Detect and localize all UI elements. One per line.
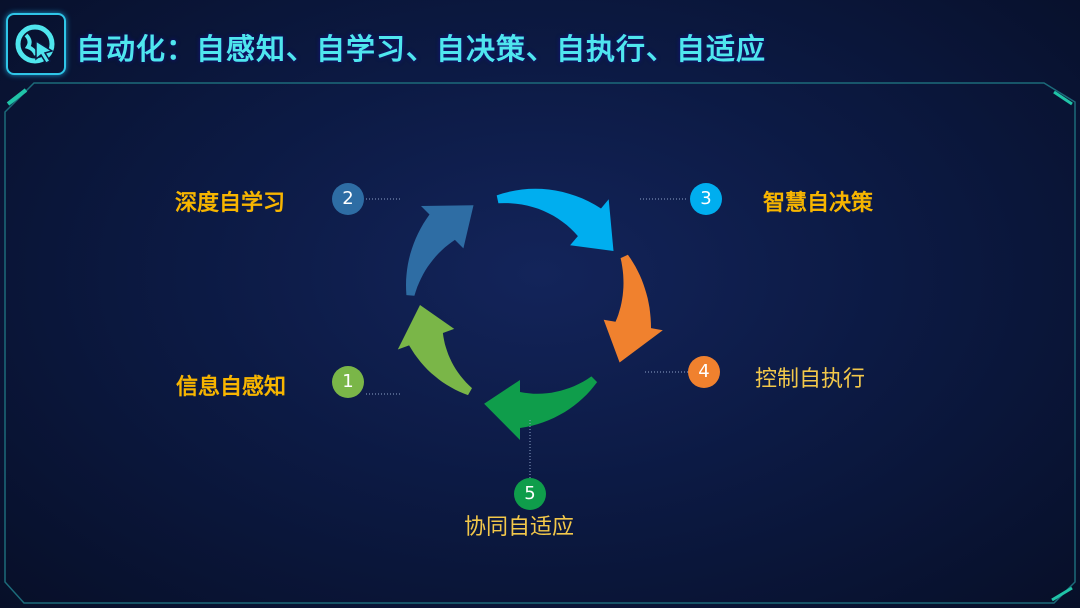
cycle-arrow-4: [603, 254, 663, 363]
slide-frame: [4, 82, 1076, 604]
cycle-arrow-3: [496, 188, 614, 251]
step-badge-1: 1: [332, 366, 364, 398]
step-label-2: 深度自学习: [175, 191, 286, 216]
cycle-arrow-1: [397, 305, 472, 396]
step-badge-4: 4: [688, 356, 720, 388]
step-label-4: 控制自执行: [755, 367, 866, 392]
step-badge-2: 2: [332, 183, 364, 215]
cycle-arrow-5: [484, 376, 598, 440]
page-title: 自动化：自感知、自学习、自决策、自执行、自适应: [76, 32, 767, 66]
step-badge-5: 5: [514, 478, 546, 510]
cycle-arrow-2: [406, 205, 474, 296]
step-label-1: 信息自感知: [176, 375, 287, 400]
step-label-5: 协同自适应: [464, 515, 575, 540]
globe-cursor-logo-icon: [6, 13, 66, 75]
step-label-3: 智慧自决策: [763, 191, 874, 216]
step-badge-3: 3: [690, 183, 722, 215]
